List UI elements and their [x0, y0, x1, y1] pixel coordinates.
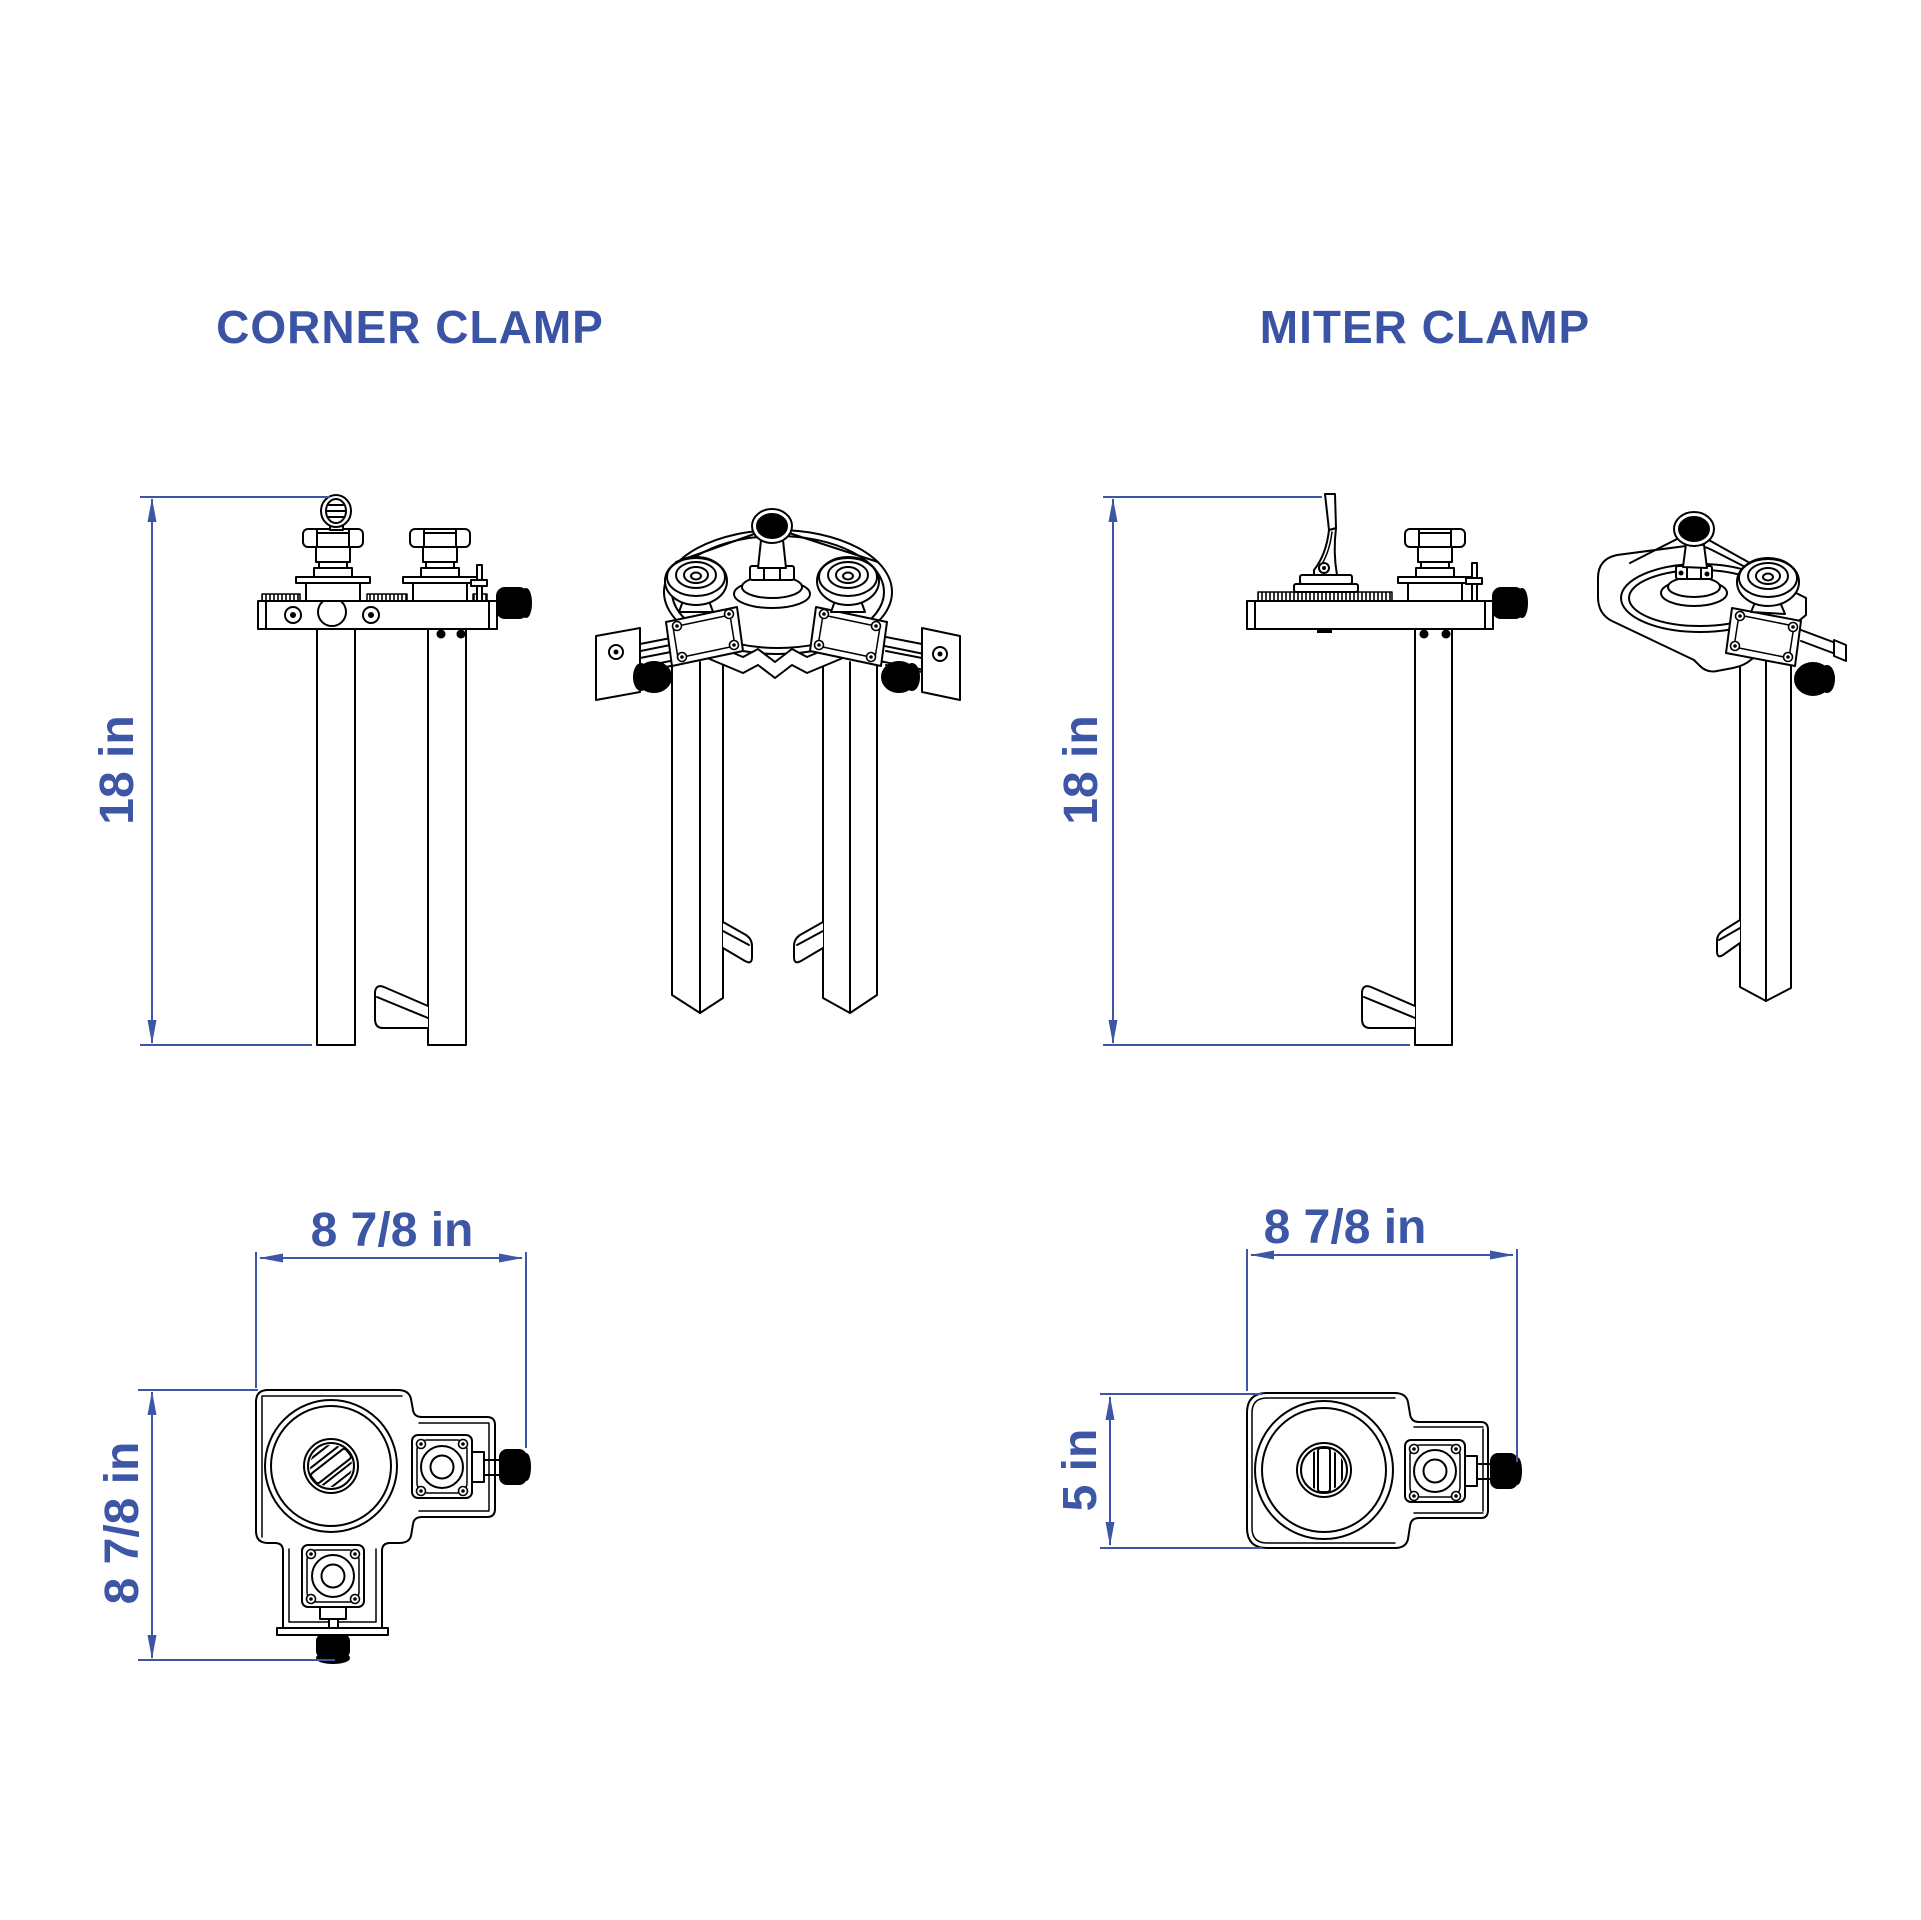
corner-clamp-top-view: [255, 1389, 531, 1664]
corner-top-hub: [303, 1438, 359, 1494]
miter-lever-handle: [1293, 493, 1359, 593]
corner-handwheel-left: [295, 528, 371, 602]
miter-handwheel: [1397, 528, 1473, 602]
miter-clamp-top-view: [1246, 1392, 1522, 1549]
miter-iso-handwheel: [1736, 557, 1800, 607]
miter-top-clamp: [1404, 1439, 1522, 1503]
corner-iso-black-knob-right: [881, 661, 920, 693]
corner-width-dimension: 8 7/8 in: [255, 1204, 527, 1448]
miter-depth-dimension-label: 5 in: [1054, 1429, 1107, 1512]
miter-leg: [1414, 628, 1453, 1046]
miter-width-dimension-label: 8 7/8 in: [1264, 1201, 1427, 1254]
miter-body-bar: [1246, 600, 1494, 630]
miter-width-dimension: 8 7/8 in: [1246, 1201, 1518, 1462]
corner-clamp-side-view: [257, 494, 532, 1046]
corner-lever-knob: [320, 494, 352, 531]
miter-side-black-knob: [1492, 587, 1528, 619]
corner-clamp-title: CORNER CLAMP: [216, 301, 604, 353]
corner-depth-dimension: 8 7/8 in: [96, 1389, 335, 1661]
corner-clamp-iso-view: [595, 508, 961, 1014]
corner-depth-dimension-label: 8 7/8 in: [96, 1442, 149, 1605]
corner-iso-black-knob-left: [633, 661, 672, 693]
miter-clamp-side-view: [1246, 493, 1528, 1046]
miter-clamp-title: MITER CLAMP: [1260, 301, 1590, 353]
corner-iso-center-lever: [733, 508, 811, 609]
miter-top-hub: [1296, 1442, 1352, 1498]
corner-top-right-clamp: [411, 1434, 531, 1499]
miter-height-dimension-label: 18 in: [1055, 715, 1108, 824]
miter-iso-center-lever: [1660, 511, 1728, 607]
miter-depth-dimension: 5 in: [1054, 1393, 1262, 1549]
corner-height-dimension-label: 18 in: [91, 715, 144, 824]
miter-height-dimension: 18 in: [1055, 496, 1410, 1046]
corner-handwheel-right: [402, 528, 478, 602]
miter-iso-black-knob: [1794, 662, 1835, 696]
corner-leg-left: [316, 628, 356, 1046]
corner-top-bottom-clamp: [276, 1544, 389, 1664]
corner-height-dimension: 18 in: [91, 496, 330, 1046]
miter-clamp-iso-view: [1597, 511, 1847, 1002]
corner-iso-leg-left: [671, 654, 724, 1014]
corner-leg-right: [427, 628, 467, 1046]
corner-iso-handwheel-left: [664, 556, 728, 606]
corner-side-black-knob: [496, 587, 532, 619]
corner-iso-handwheel-right: [816, 556, 880, 606]
corner-width-dimension-label: 8 7/8 in: [311, 1204, 474, 1257]
